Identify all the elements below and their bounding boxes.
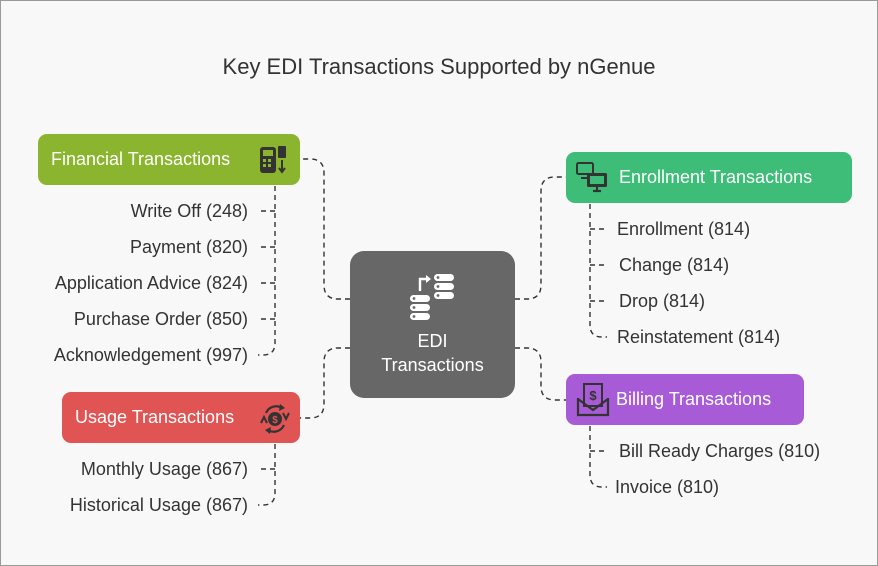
invoice-envelope-icon: $	[576, 383, 610, 417]
connector-usage	[300, 347, 350, 419]
connector-usage-trunk	[258, 444, 276, 506]
billing-transactions-node[interactable]: $ Billing Transactions	[566, 374, 804, 425]
center-label: EDI Transactions	[350, 329, 515, 377]
payment-terminal-icon	[260, 146, 286, 174]
connector-financial	[300, 158, 350, 300]
enrollment-transactions-label: Enrollment Transactions	[619, 167, 813, 187]
computers-icon	[576, 162, 607, 193]
list-item: Application Advice (824)	[54, 273, 248, 293]
financial-transactions-label: Financial Transactions	[51, 149, 231, 169]
usage-transactions-label: Usage Transactions	[75, 407, 235, 427]
connector-financial-trunk	[258, 186, 276, 356]
svg-text:$: $	[272, 415, 278, 426]
financial-transactions-node[interactable]: Financial Transactions	[38, 134, 300, 185]
center-label-line1: EDI	[417, 331, 448, 351]
billing-transactions-label: Billing Transactions	[616, 389, 772, 409]
connector-billing	[515, 347, 566, 401]
list-item: Enrollment (814)	[617, 219, 751, 239]
center-label-line2: Transactions	[381, 355, 484, 375]
database-transfer-icon	[410, 274, 454, 320]
center-node[interactable]: EDI Transactions	[350, 251, 515, 398]
connector-billing-trunk	[589, 426, 607, 488]
diagram-title: Key EDI Transactions Supported by nGenue	[222, 54, 656, 79]
usage-transactions-node[interactable]: Usage Transactions $	[62, 392, 300, 443]
list-item: Acknowledgement (997)	[53, 345, 248, 365]
list-item: Monthly Usage (867)	[80, 459, 248, 479]
list-item: Invoice (810)	[615, 477, 720, 497]
list-item: Write Off (248)	[130, 201, 248, 221]
list-item: Change (814)	[619, 255, 730, 275]
list-item: Reinstatement (814)	[617, 327, 781, 347]
list-item: Purchase Order (850)	[73, 309, 248, 329]
list-item: Bill Ready Charges (810)	[619, 441, 821, 461]
list-item: Historical Usage (867)	[69, 495, 248, 515]
enrollment-transactions-node[interactable]: Enrollment Transactions	[566, 152, 852, 203]
connector-enrollment	[515, 176, 566, 300]
list-item: Payment (820)	[129, 237, 248, 257]
list-item: Drop (814)	[619, 291, 706, 311]
money-cycle-icon: $	[260, 404, 290, 434]
connector-enrollment-trunk	[589, 204, 607, 338]
svg-text:$: $	[589, 388, 597, 403]
